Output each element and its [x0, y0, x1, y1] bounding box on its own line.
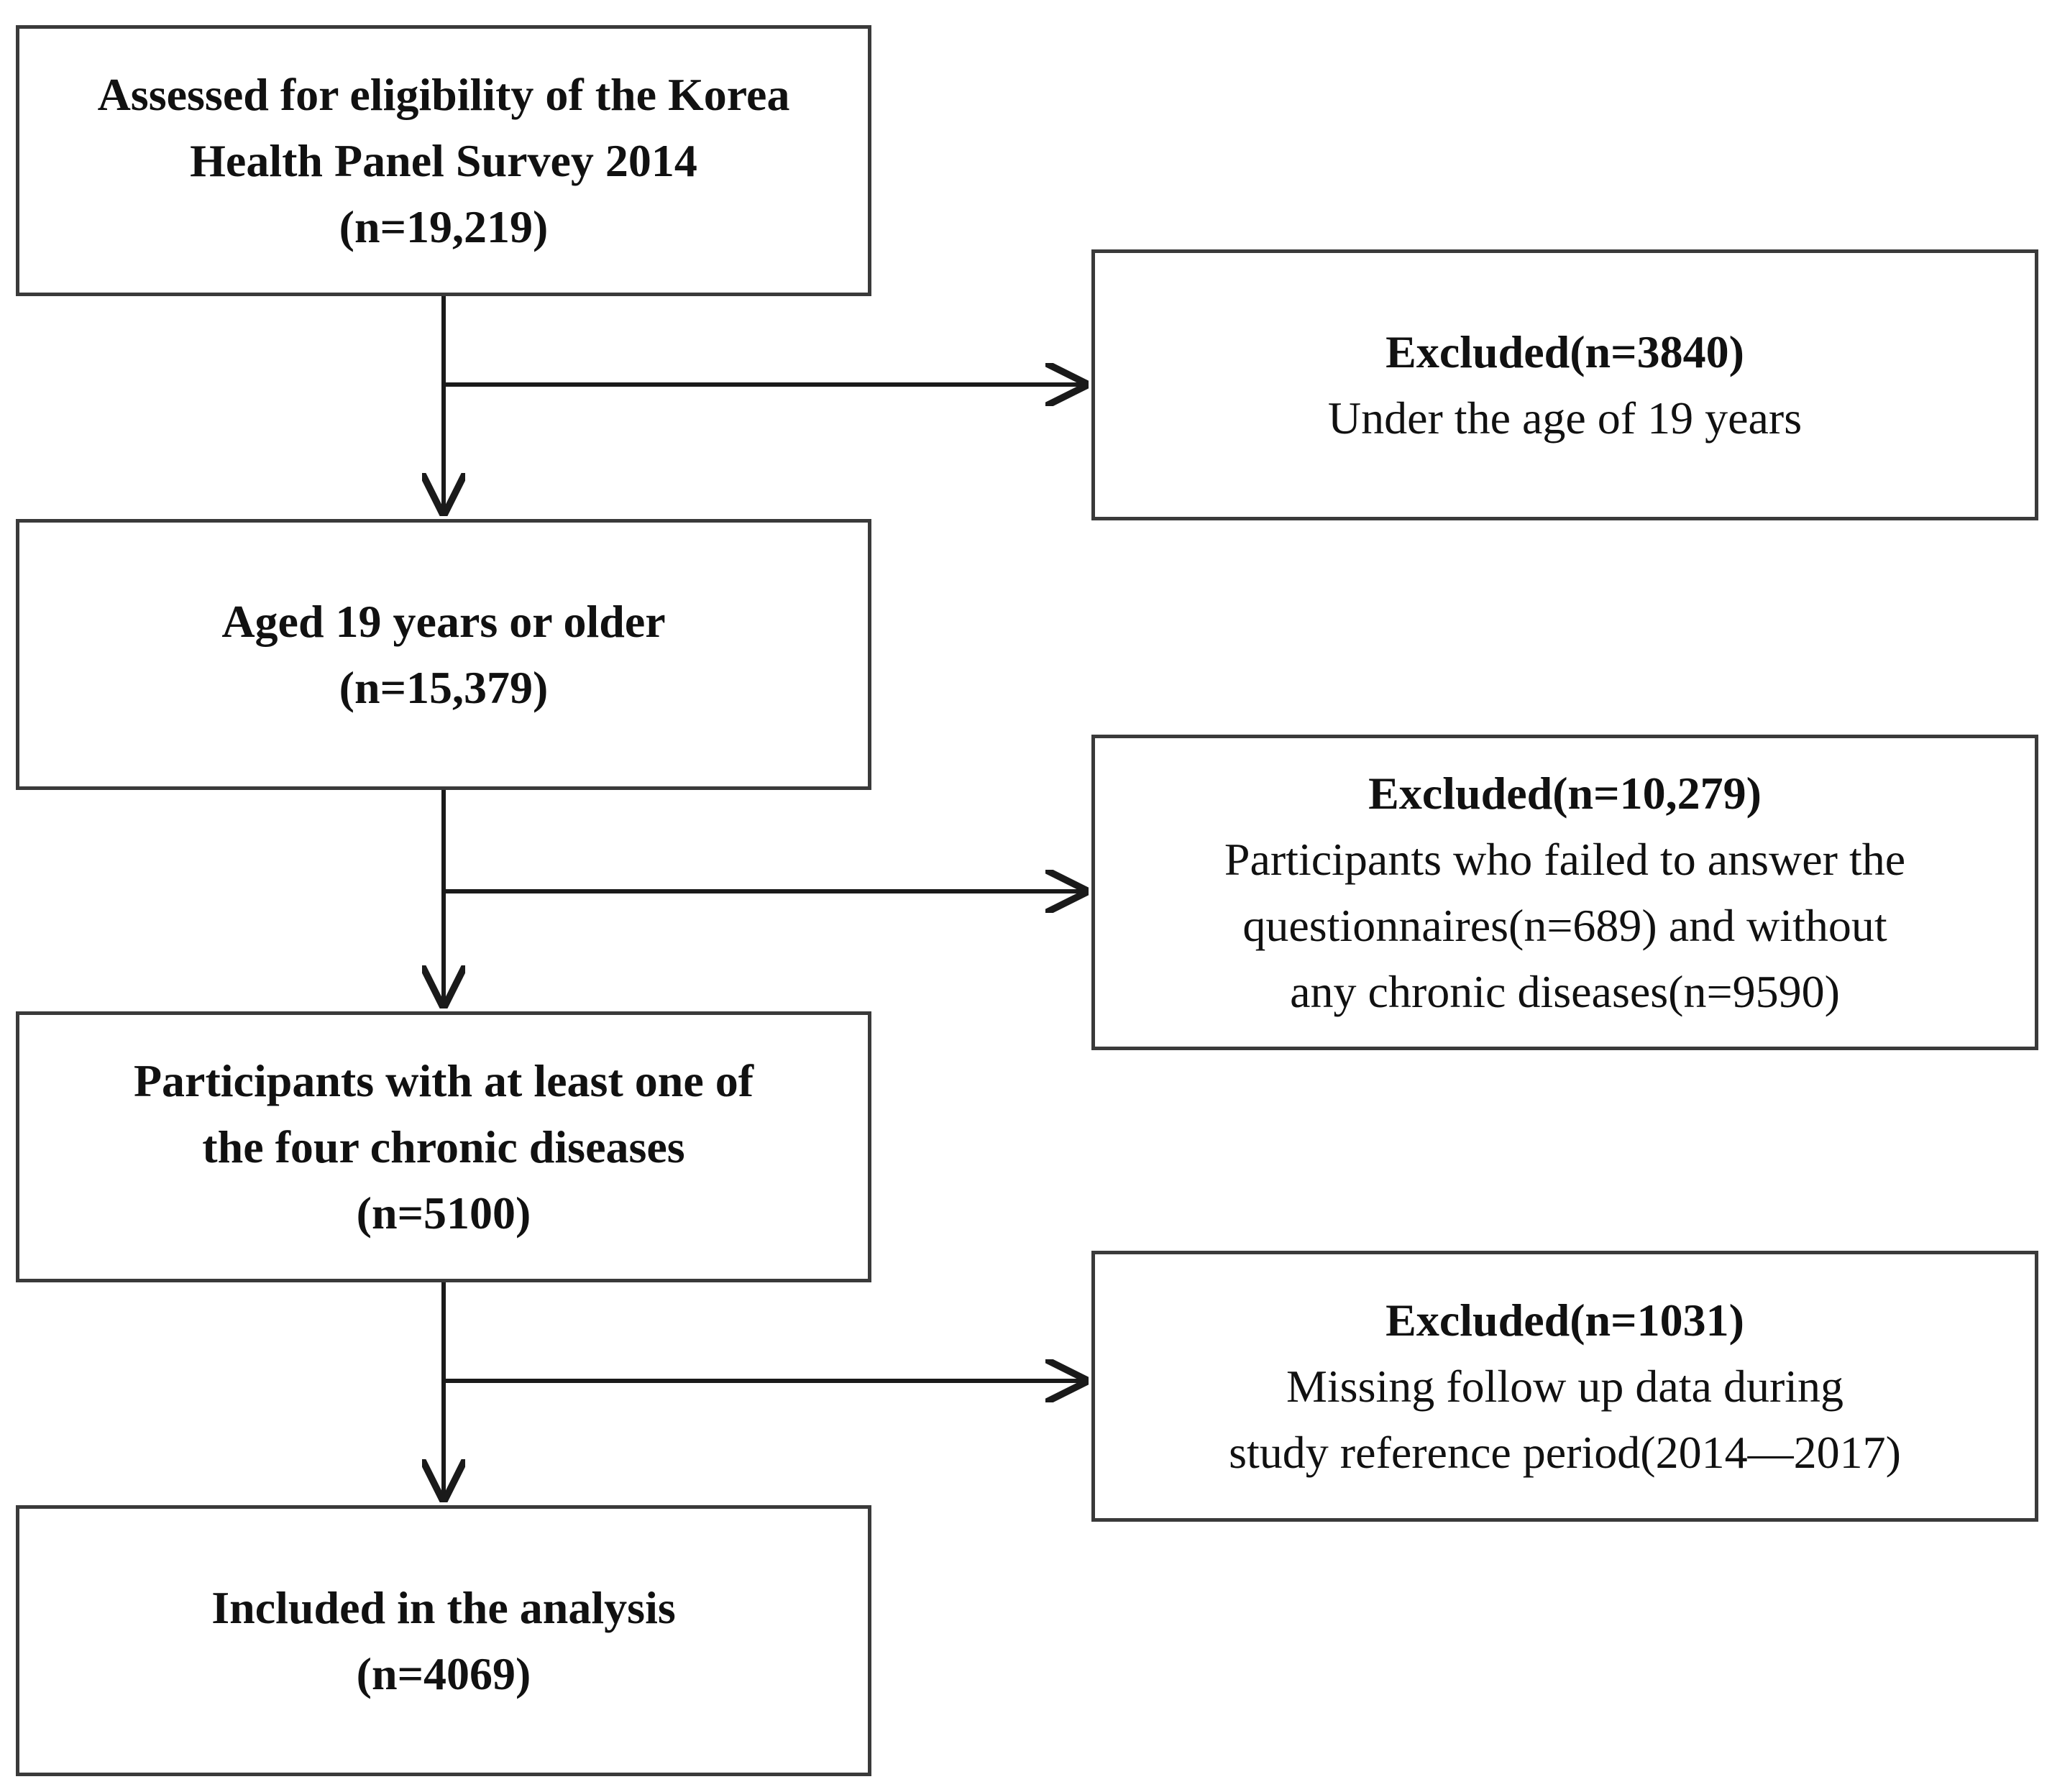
included-count: (n=4069)	[356, 1648, 531, 1699]
excluded-1-title: Excluded(n=3840)	[1385, 326, 1744, 377]
chronic-line-2: the four chronic diseases	[202, 1121, 685, 1172]
aged-count: (n=15,379)	[339, 661, 549, 713]
excluded-2-title: Excluded(n=10,279)	[1368, 767, 1762, 819]
excluded-2-reason-line-3: any chronic diseases(n=9590)	[1290, 965, 1840, 1017]
excluded-2-reason-line-2: questionnaires(n=689) and without	[1242, 899, 1887, 951]
excluded-box-3: Excluded(n=1031) Missing follow up data …	[1091, 1251, 2038, 1522]
aged-19-plus-box: Aged 19 years or older (n=15,379)	[16, 519, 871, 790]
excluded-box-2: Excluded(n=10,279) Participants who fail…	[1091, 735, 2038, 1050]
excluded-1-reason: Under the age of 19 years	[1327, 392, 1803, 444]
included-box: Included in the analysis (n=4069)	[16, 1505, 871, 1776]
chronic-line-1: Participants with at least one of	[133, 1054, 754, 1106]
chronic-count: (n=5100)	[356, 1187, 531, 1239]
excluded-box-1: Excluded(n=3840) Under the age of 19 yea…	[1091, 249, 2038, 520]
eligibility-box: Assessed for eligibility of the Korea He…	[16, 25, 871, 296]
excluded-3-title: Excluded(n=1031)	[1385, 1294, 1744, 1346]
aged-line-1: Aged 19 years or older	[221, 595, 666, 647]
chronic-disease-box: Participants with at least one of the fo…	[16, 1011, 871, 1282]
eligibility-line-2: Health Panel Survey 2014	[190, 134, 697, 186]
excluded-2-reason-line-1: Participants who failed to answer the	[1224, 833, 1906, 885]
excluded-3-reason-line-1: Missing follow up data during	[1286, 1360, 1844, 1412]
included-line-1: Included in the analysis	[211, 1581, 676, 1633]
eligibility-line-1: Assessed for eligibility of the Korea	[97, 68, 790, 120]
excluded-3-reason-line-2: study reference period(2014—2017)	[1229, 1426, 1901, 1478]
eligibility-count: (n=19,219)	[339, 201, 549, 252]
